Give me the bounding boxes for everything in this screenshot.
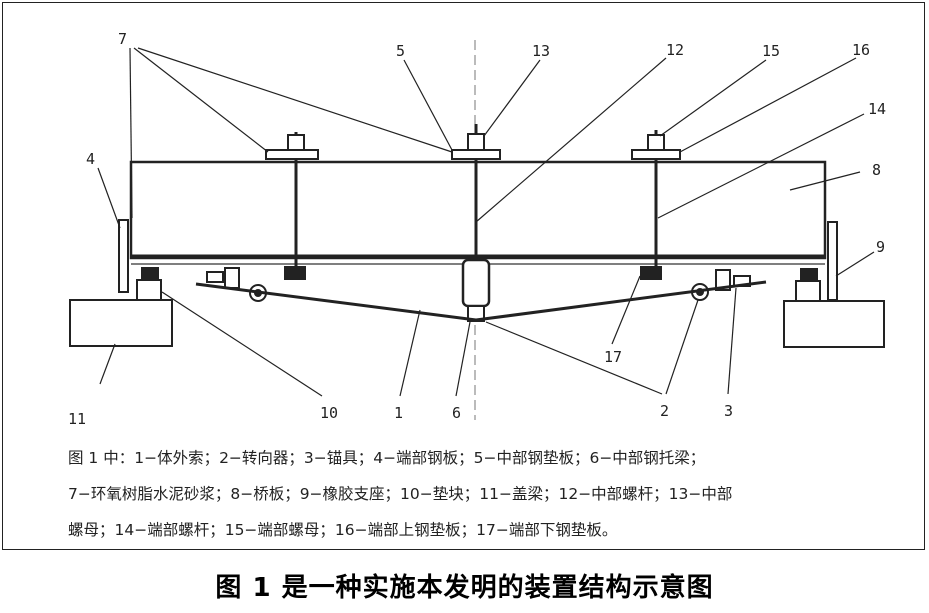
label-8: 8 bbox=[872, 161, 881, 179]
label-13: 13 bbox=[532, 42, 550, 60]
figure-frame bbox=[2, 2, 925, 550]
label-9: 9 bbox=[876, 238, 885, 256]
pad-block-left bbox=[136, 279, 162, 301]
label-16: 16 bbox=[852, 41, 870, 59]
label-2: 2 bbox=[660, 402, 669, 420]
leader-lines bbox=[97, 47, 875, 397]
end-lower-plate-right bbox=[640, 266, 662, 280]
rubber-bearing-left bbox=[141, 267, 159, 279]
end-nut-left bbox=[287, 134, 305, 151]
label-10: 10 bbox=[320, 404, 338, 422]
anchor-group-left bbox=[206, 267, 267, 302]
legend-line-3: 螺母；14−端部螺杆；15−端部螺母；16−端部上钢垫板；17−端部下钢垫板。 bbox=[68, 521, 618, 539]
end-upper-plate-right bbox=[631, 149, 681, 160]
end-upper-plate-left bbox=[265, 149, 319, 160]
middle-nut bbox=[467, 133, 485, 151]
cap-beam-left bbox=[69, 299, 173, 347]
bridge-reinforcement-diagram: 7 5 13 12 15 16 14 8 4 9 17 11 10 1 6 2 … bbox=[68, 30, 886, 428]
label-6: 6 bbox=[452, 404, 461, 422]
end-steel-plate-left bbox=[118, 219, 129, 293]
label-1: 1 bbox=[394, 404, 403, 422]
label-5: 5 bbox=[396, 42, 405, 60]
figure-legend: 图 1 中：1−体外索；2−转向器；3−锚具；4−端部钢板；5−中部钢垫板；6−… bbox=[68, 440, 918, 548]
label-7: 7 bbox=[118, 30, 127, 48]
label-11: 11 bbox=[68, 410, 86, 428]
end-steel-plate-right bbox=[827, 221, 838, 301]
pad-block-right bbox=[795, 280, 821, 302]
middle-steel-bracket bbox=[461, 258, 491, 308]
figure-caption: 图 1 是一种实施本发明的装置结构示意图 bbox=[215, 573, 714, 603]
cap-beam-right bbox=[783, 300, 885, 348]
end-nut-right bbox=[647, 134, 665, 151]
label-15: 15 bbox=[762, 42, 780, 60]
label-17: 17 bbox=[604, 348, 622, 366]
rubber-bearing-right bbox=[800, 268, 818, 280]
bridge-deck bbox=[129, 160, 827, 260]
label-4: 4 bbox=[86, 150, 95, 168]
label-3: 3 bbox=[724, 402, 733, 420]
label-14: 14 bbox=[868, 100, 886, 118]
legend-line-1: 图 1 中：1−体外索；2−转向器；3−锚具；4−端部钢板；5−中部钢垫板；6−… bbox=[68, 449, 706, 467]
legend-line-2: 7−环氧树脂水泥砂浆；8−桥板；9−橡胶支座；10−垫块；11−盖梁；12−中部… bbox=[68, 485, 733, 503]
middle-plate bbox=[451, 149, 501, 160]
label-12: 12 bbox=[666, 41, 684, 59]
end-lower-plate-left bbox=[284, 266, 306, 280]
external-tendon bbox=[195, 280, 767, 322]
